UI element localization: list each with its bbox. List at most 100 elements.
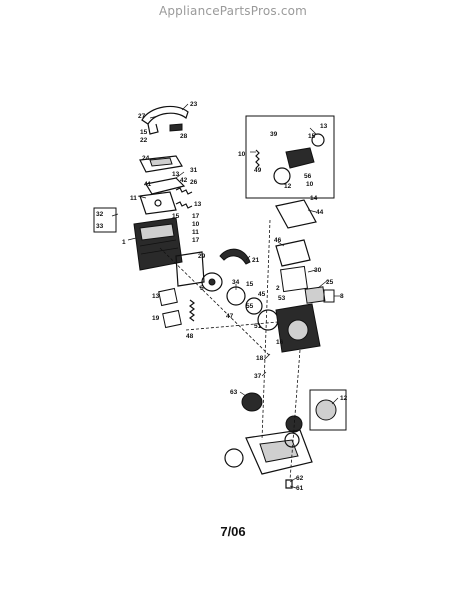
- callout-32: 32: [96, 211, 104, 218]
- panel-part: [280, 265, 308, 293]
- callout-15d: 15: [308, 133, 316, 140]
- drive-gear-part: [241, 392, 263, 412]
- callout-26: 26: [190, 179, 198, 186]
- callout-51: 51: [254, 323, 262, 330]
- inset-gear-part: [273, 167, 291, 185]
- callout-10c: 10: [306, 181, 314, 188]
- starter-rope-part: [219, 248, 251, 265]
- callout-53: 53: [278, 295, 286, 302]
- screen-part: [323, 289, 335, 303]
- spring-part: [175, 187, 193, 195]
- callout-13c: 13: [152, 293, 160, 300]
- callout-63: 63: [230, 389, 238, 396]
- date-code: 7/06: [220, 524, 246, 539]
- callout-31: 31: [190, 167, 198, 174]
- callout-10a: 10: [192, 221, 200, 228]
- callout-33: 33: [96, 223, 104, 230]
- callout-45: 45: [258, 291, 266, 298]
- callout-12b: 12: [284, 183, 292, 190]
- engine-fins: [139, 223, 175, 241]
- callout-14: 14: [310, 195, 318, 202]
- callout-27: 27: [138, 113, 146, 120]
- air-filter-part: [175, 251, 205, 287]
- inset-ring-part: [311, 133, 325, 147]
- callout-13d: 13: [320, 123, 328, 130]
- site-watermark: AppliancePartsPros.com: [158, 4, 308, 18]
- grille-part: [304, 286, 326, 304]
- callout-56: 56: [304, 173, 312, 180]
- callout-61: 61: [296, 485, 304, 492]
- callout-23: 23: [190, 101, 198, 108]
- gear-part: [315, 399, 337, 421]
- callout-11: 11: [130, 195, 137, 202]
- callout-24: 24: [142, 155, 150, 162]
- callout-2: 2: [276, 285, 280, 292]
- callout-17: 17: [192, 213, 200, 220]
- top-cover-inner: [149, 157, 173, 167]
- callout-25: 25: [326, 279, 334, 286]
- top-cover-part: [139, 155, 183, 173]
- callout-48: 48: [186, 333, 194, 340]
- assembly-axis-3: [261, 219, 271, 441]
- callout-leaders: [111, 103, 340, 489]
- carb-screw: [154, 199, 162, 207]
- detail-inset-right: [309, 389, 347, 431]
- callout-22: 22: [140, 137, 148, 144]
- spring-coil-part: [189, 299, 195, 322]
- callout-41: 41: [144, 181, 152, 188]
- linkage-part: [145, 177, 186, 195]
- callout-46: 46: [274, 237, 282, 244]
- carb-part: [139, 191, 177, 215]
- callout-19: 19: [152, 315, 160, 322]
- callout-29: 29: [198, 253, 206, 260]
- callout-44: 44: [316, 209, 324, 216]
- detail-inset-box: [245, 115, 335, 199]
- callout-17b: 17: [192, 237, 200, 244]
- callout-30: 30: [314, 267, 322, 274]
- callout-11b: 11: [192, 229, 199, 236]
- callout-42: 42: [180, 177, 188, 184]
- assembly-axis-4: [289, 349, 301, 481]
- impeller-hub: [208, 278, 216, 286]
- rear-wheel-part: [284, 432, 300, 448]
- top-plate-part: [275, 199, 317, 229]
- base-housing-part: [245, 429, 313, 475]
- callout-37: 37: [254, 373, 262, 380]
- callout-15c: 15: [246, 281, 254, 288]
- callout-8: 8: [340, 293, 344, 300]
- callout-39: 39: [270, 131, 278, 138]
- trigger-part: [169, 123, 183, 132]
- gasket-part-2: [162, 309, 182, 329]
- impeller-part: [201, 272, 223, 292]
- handle-part: [141, 105, 189, 125]
- callout-34: 34: [232, 279, 240, 286]
- callout-5: 5: [200, 285, 204, 292]
- callout-55: 55: [246, 303, 254, 310]
- callout-47: 47: [226, 313, 234, 320]
- callout-62: 62: [296, 475, 304, 482]
- callout-15b: 15: [172, 213, 180, 220]
- callout-28: 28: [180, 133, 188, 140]
- cover-part: [275, 239, 311, 267]
- callout-18: 18: [256, 355, 264, 362]
- assembly-axis-1: [159, 247, 271, 357]
- inset-cap-part: [285, 147, 315, 169]
- callout-49: 49: [254, 167, 262, 174]
- assembly-axis-2: [185, 321, 279, 331]
- callout-15a: 15: [140, 129, 148, 136]
- spring-part-2: [175, 201, 193, 209]
- front-wheel-part: [224, 448, 244, 468]
- housing-port: [287, 319, 309, 341]
- callout-16: 16: [276, 339, 284, 346]
- callout-13a: 13: [172, 171, 180, 178]
- callout-13b: 13: [194, 201, 202, 208]
- inset-spring-part: [255, 149, 260, 169]
- detail-inset-left: [93, 207, 117, 233]
- callout-21: 21: [252, 257, 260, 264]
- callout-12: 12: [340, 395, 348, 402]
- callout-1: 1: [122, 239, 126, 246]
- callout-10b: 10: [238, 151, 246, 158]
- callout-labels: 23 27 15 22 28 24 31 13 42 41 26 13 11 3…: [96, 101, 348, 492]
- gasket-part-1: [158, 287, 178, 307]
